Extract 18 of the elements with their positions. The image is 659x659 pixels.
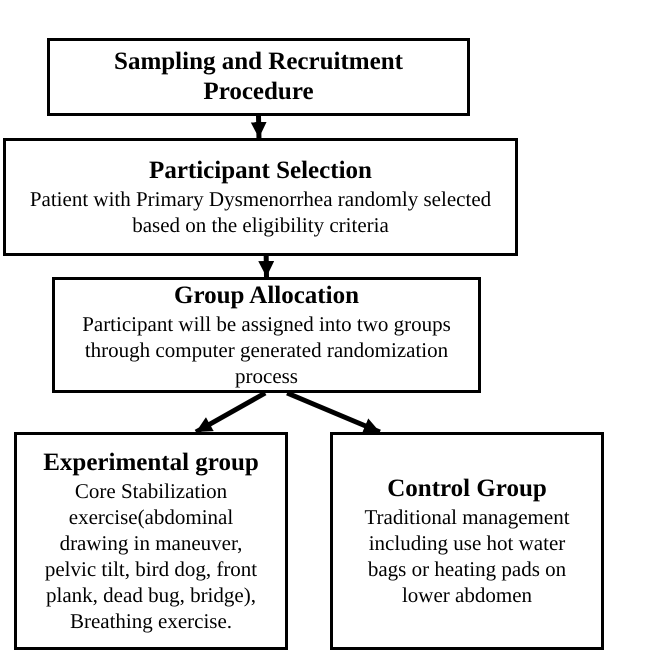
arrow bbox=[258, 256, 274, 278]
box-heading: Experimental group bbox=[43, 448, 259, 478]
arrow bbox=[286, 390, 381, 434]
process-box bbox=[330, 432, 604, 650]
box-heading: Participant Selection bbox=[149, 156, 372, 186]
process-box bbox=[52, 277, 481, 393]
box-heading: Sampling and Recruitment Procedure bbox=[113, 47, 404, 107]
arrow bbox=[250, 116, 267, 138]
box-heading: Group Allocation bbox=[174, 281, 359, 311]
process-box bbox=[14, 432, 288, 650]
process-box bbox=[47, 38, 470, 116]
box-heading: Control Group bbox=[387, 474, 547, 504]
arrow bbox=[194, 390, 266, 434]
box-description: Traditional management including use hot water bags or heating pads on lower abdomen bbox=[363, 504, 571, 608]
box-description: Participant will be assigned into two groups through computer generated randomization process bbox=[81, 311, 452, 389]
box-description: Core Stabilization exercise(abdominal drawing in maneuver, pelvic tilt, bird dog, front plank, dead bug, bridge), Breathing exercise. bbox=[44, 478, 258, 634]
process-box bbox=[3, 138, 518, 256]
box-description: Patient with Primary Dysmenorrhea randomly selected based on the eligibility criteria bbox=[28, 186, 492, 238]
